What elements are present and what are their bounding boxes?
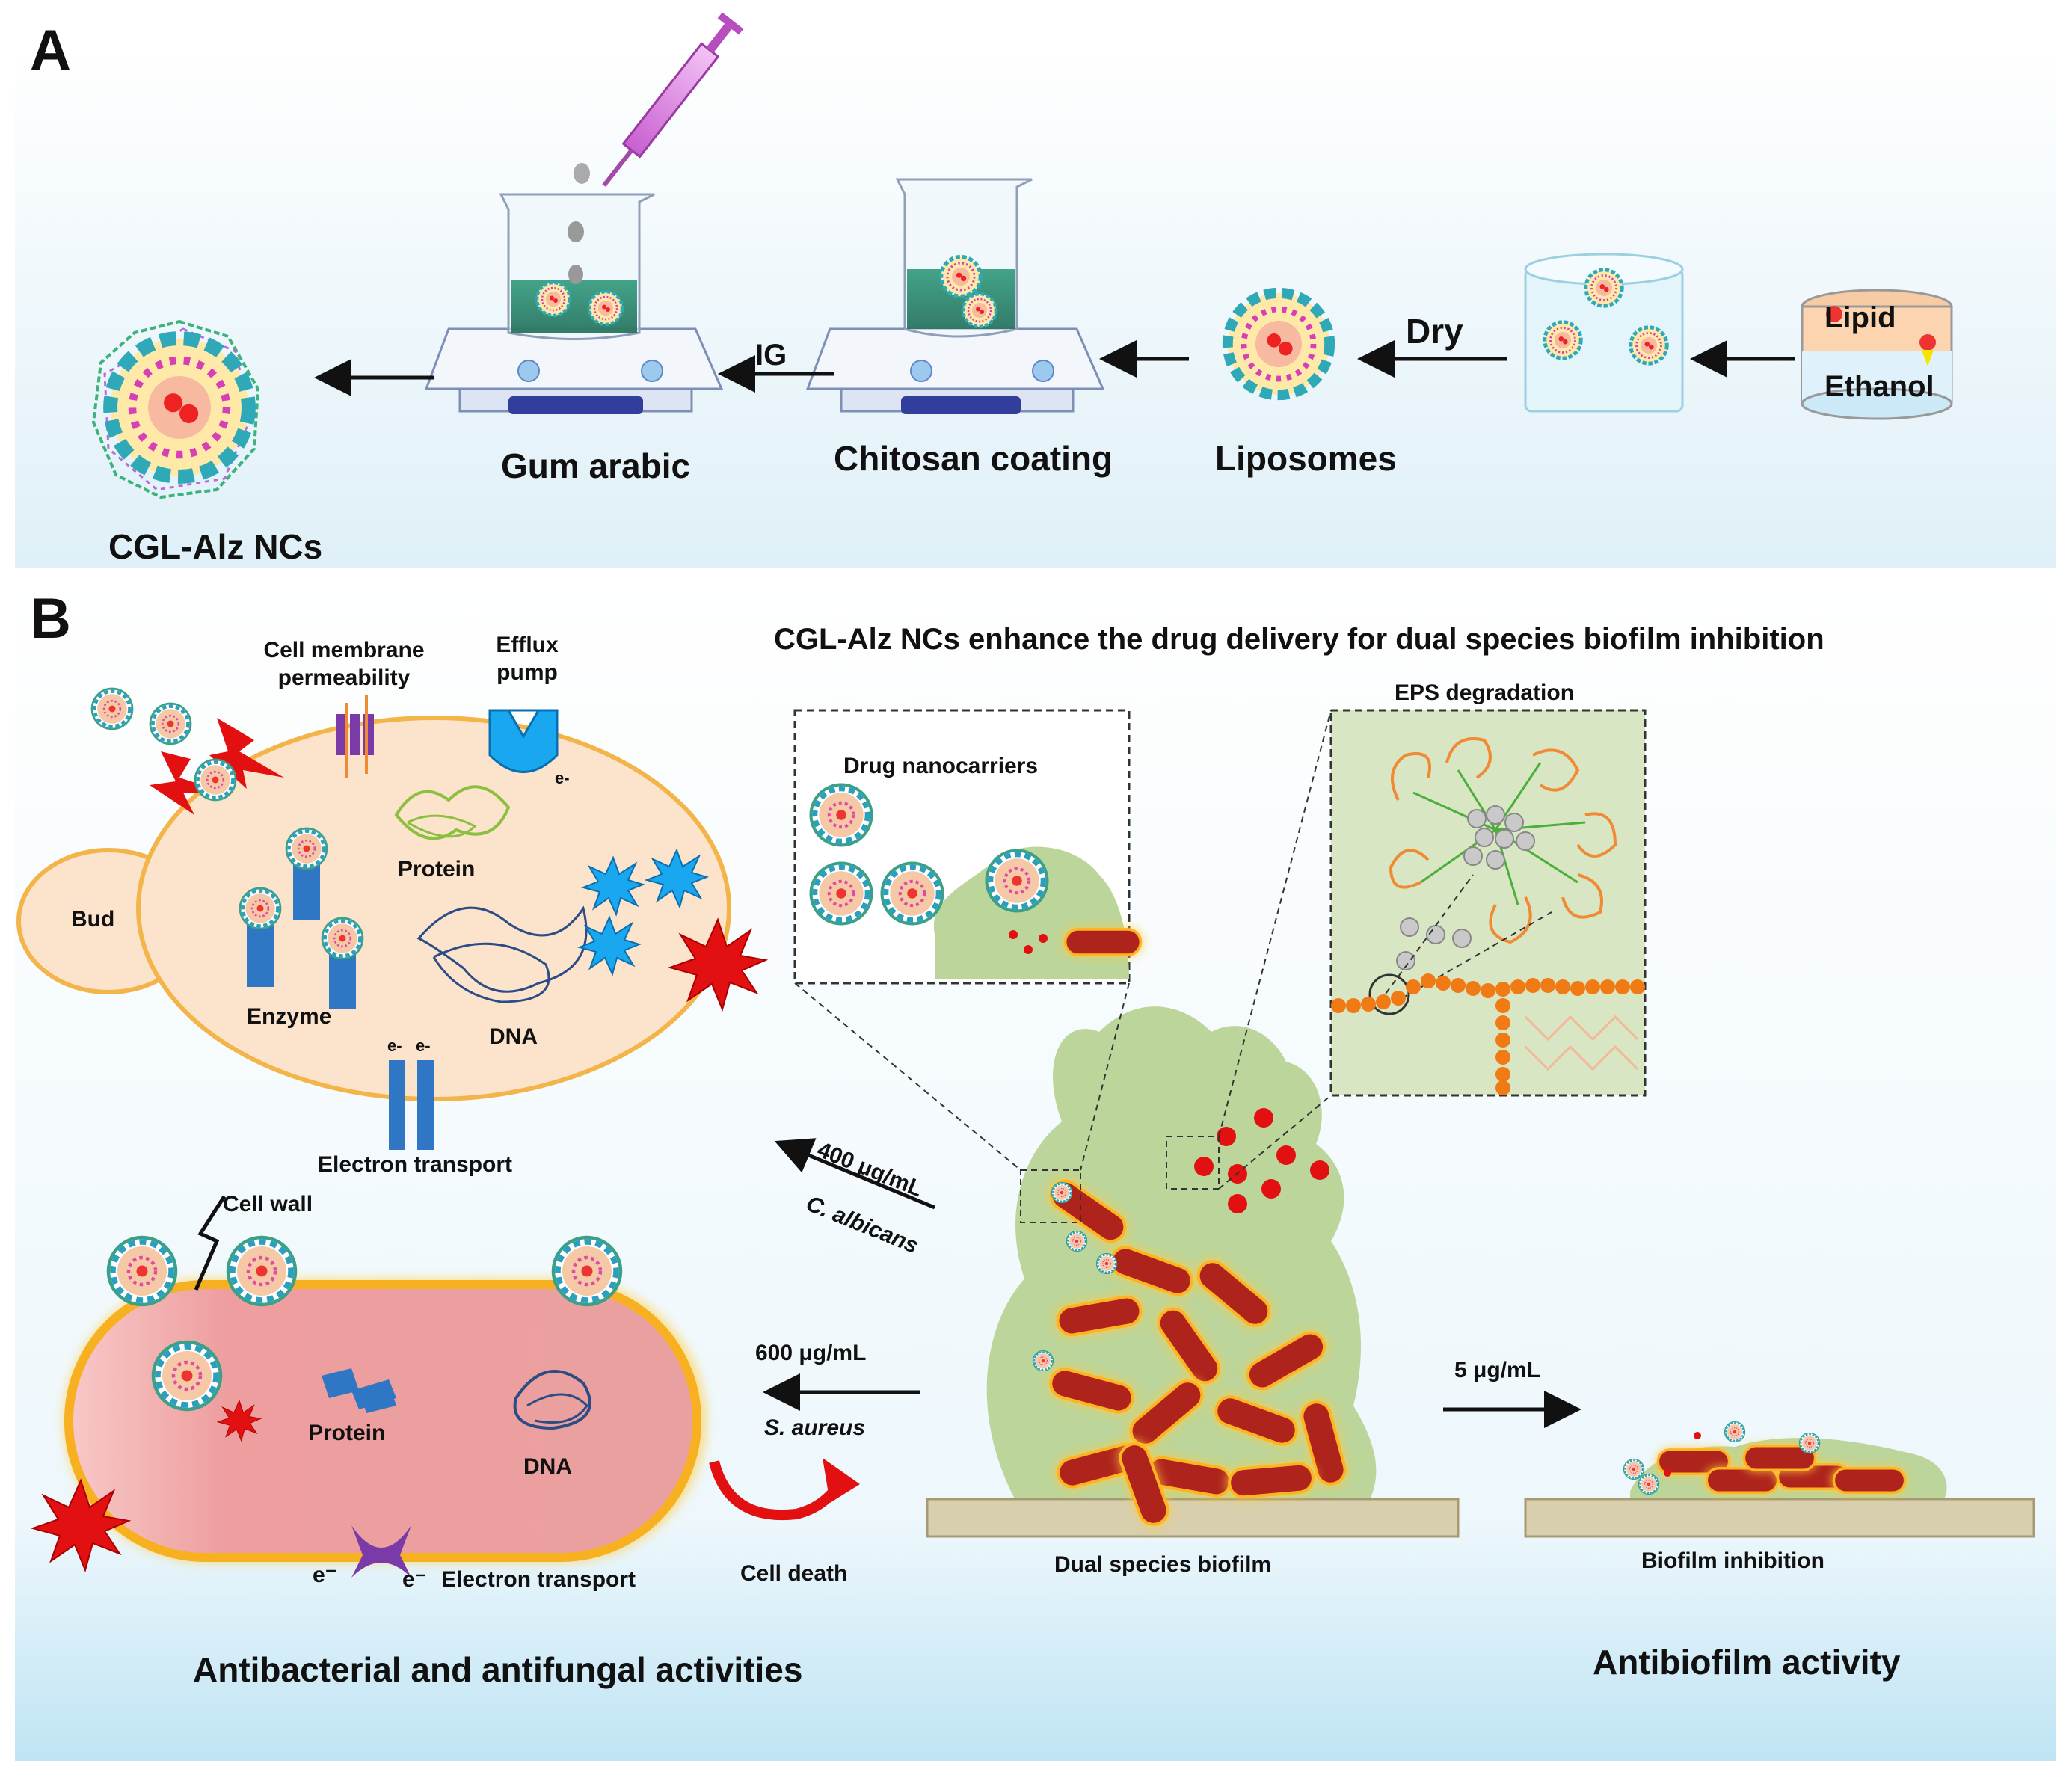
bacterial-species-label: S. aureus <box>764 1415 866 1440</box>
panel-a-arrows <box>314 340 1795 396</box>
cell-wall-label: Cell wall <box>223 1192 313 1216</box>
biofilm-concentration-label: 5 μg/mL <box>1454 1358 1541 1382</box>
biofilm-inhibition-label: Biofilm inhibition <box>1641 1548 1824 1573</box>
dry-arrow-label: Dry <box>1406 312 1463 351</box>
eps-degradation-inset <box>1218 709 1647 1190</box>
panel-b-arrows <box>763 1138 1581 1428</box>
cell-membrane-label: Cell membrane <box>263 638 425 662</box>
bacterial-concentration-label: 600 μg/mL <box>755 1341 867 1365</box>
bacterial-electron-label-2: e⁻ <box>402 1567 427 1592</box>
drying-dish <box>1524 253 1684 413</box>
lipid-label: Lipid <box>1824 301 1896 334</box>
drug-nanocarriers-label: Drug nanocarriers <box>843 754 1039 778</box>
dual-species-biofilm-illustration <box>926 1006 1460 1538</box>
bud-label: Bud <box>71 907 115 932</box>
bacterial-protein-label: Protein <box>308 1421 386 1445</box>
bacterial-electron-label-1: e⁻ <box>313 1563 337 1587</box>
syringe-illustration <box>602 12 744 188</box>
antibacterial-antifungal-heading: Antibacterial and antifungal activities <box>193 1650 803 1689</box>
chitosan-beaker-stirrer <box>805 178 1105 414</box>
cgl-alz-nanocarrier-illustration <box>91 319 260 499</box>
efflux-label: Efflux <box>496 633 559 657</box>
pump-label: pump <box>497 660 558 685</box>
electron-label-1: e- <box>387 1036 402 1055</box>
panel-b-letter: B <box>30 587 71 650</box>
chitosan-coating-label: Chitosan coating <box>834 439 1113 478</box>
dual-species-biofilm-label: Dual species biofilm <box>1054 1552 1272 1577</box>
ig-arrow-label: IG <box>755 339 787 372</box>
panel-a-letter: A <box>30 19 71 82</box>
gum-arabic-beaker-stirrer <box>424 163 724 414</box>
antibiofilm-heading: Antibiofilm activity <box>1593 1643 1901 1682</box>
bacterial-cell-illustration <box>32 1195 860 1578</box>
bacterial-electron-transport-label: Electron transport <box>441 1567 636 1592</box>
fungal-dna-label: DNA <box>489 1024 538 1049</box>
efflux-electron-label: e- <box>555 769 570 787</box>
cgl-alz-ncs-label: CGL-Alz NCs <box>108 527 323 566</box>
gum-arabic-label: Gum arabic <box>501 446 691 485</box>
lipid-ethanol-vial <box>1801 289 1953 420</box>
eps-degradation-label: EPS degradation <box>1395 680 1575 705</box>
liposome-illustration <box>1228 293 1329 395</box>
cell-death-label: Cell death <box>740 1561 848 1586</box>
biofilm-inhibition-illustration <box>1524 1421 2035 1538</box>
fungal-cell-illustration <box>16 689 766 1150</box>
liposomes-label: Liposomes <box>1215 439 1397 478</box>
enzyme-label: Enzyme <box>247 1004 332 1029</box>
fungal-electron-transport-label: Electron transport <box>318 1152 513 1177</box>
electron-label-2: e- <box>416 1036 431 1055</box>
permeability-label: permeability <box>277 665 411 690</box>
panel-b-title: CGL-Alz NCs enhance the drug delivery fo… <box>774 623 1824 656</box>
fungal-protein-label: Protein <box>398 857 476 882</box>
ethanol-label: Ethanol <box>1824 370 1934 403</box>
panel-a-background <box>15 45 2056 568</box>
bacterial-dna-label: DNA <box>523 1454 572 1479</box>
drug-nanocarriers-inset <box>793 709 1143 1171</box>
